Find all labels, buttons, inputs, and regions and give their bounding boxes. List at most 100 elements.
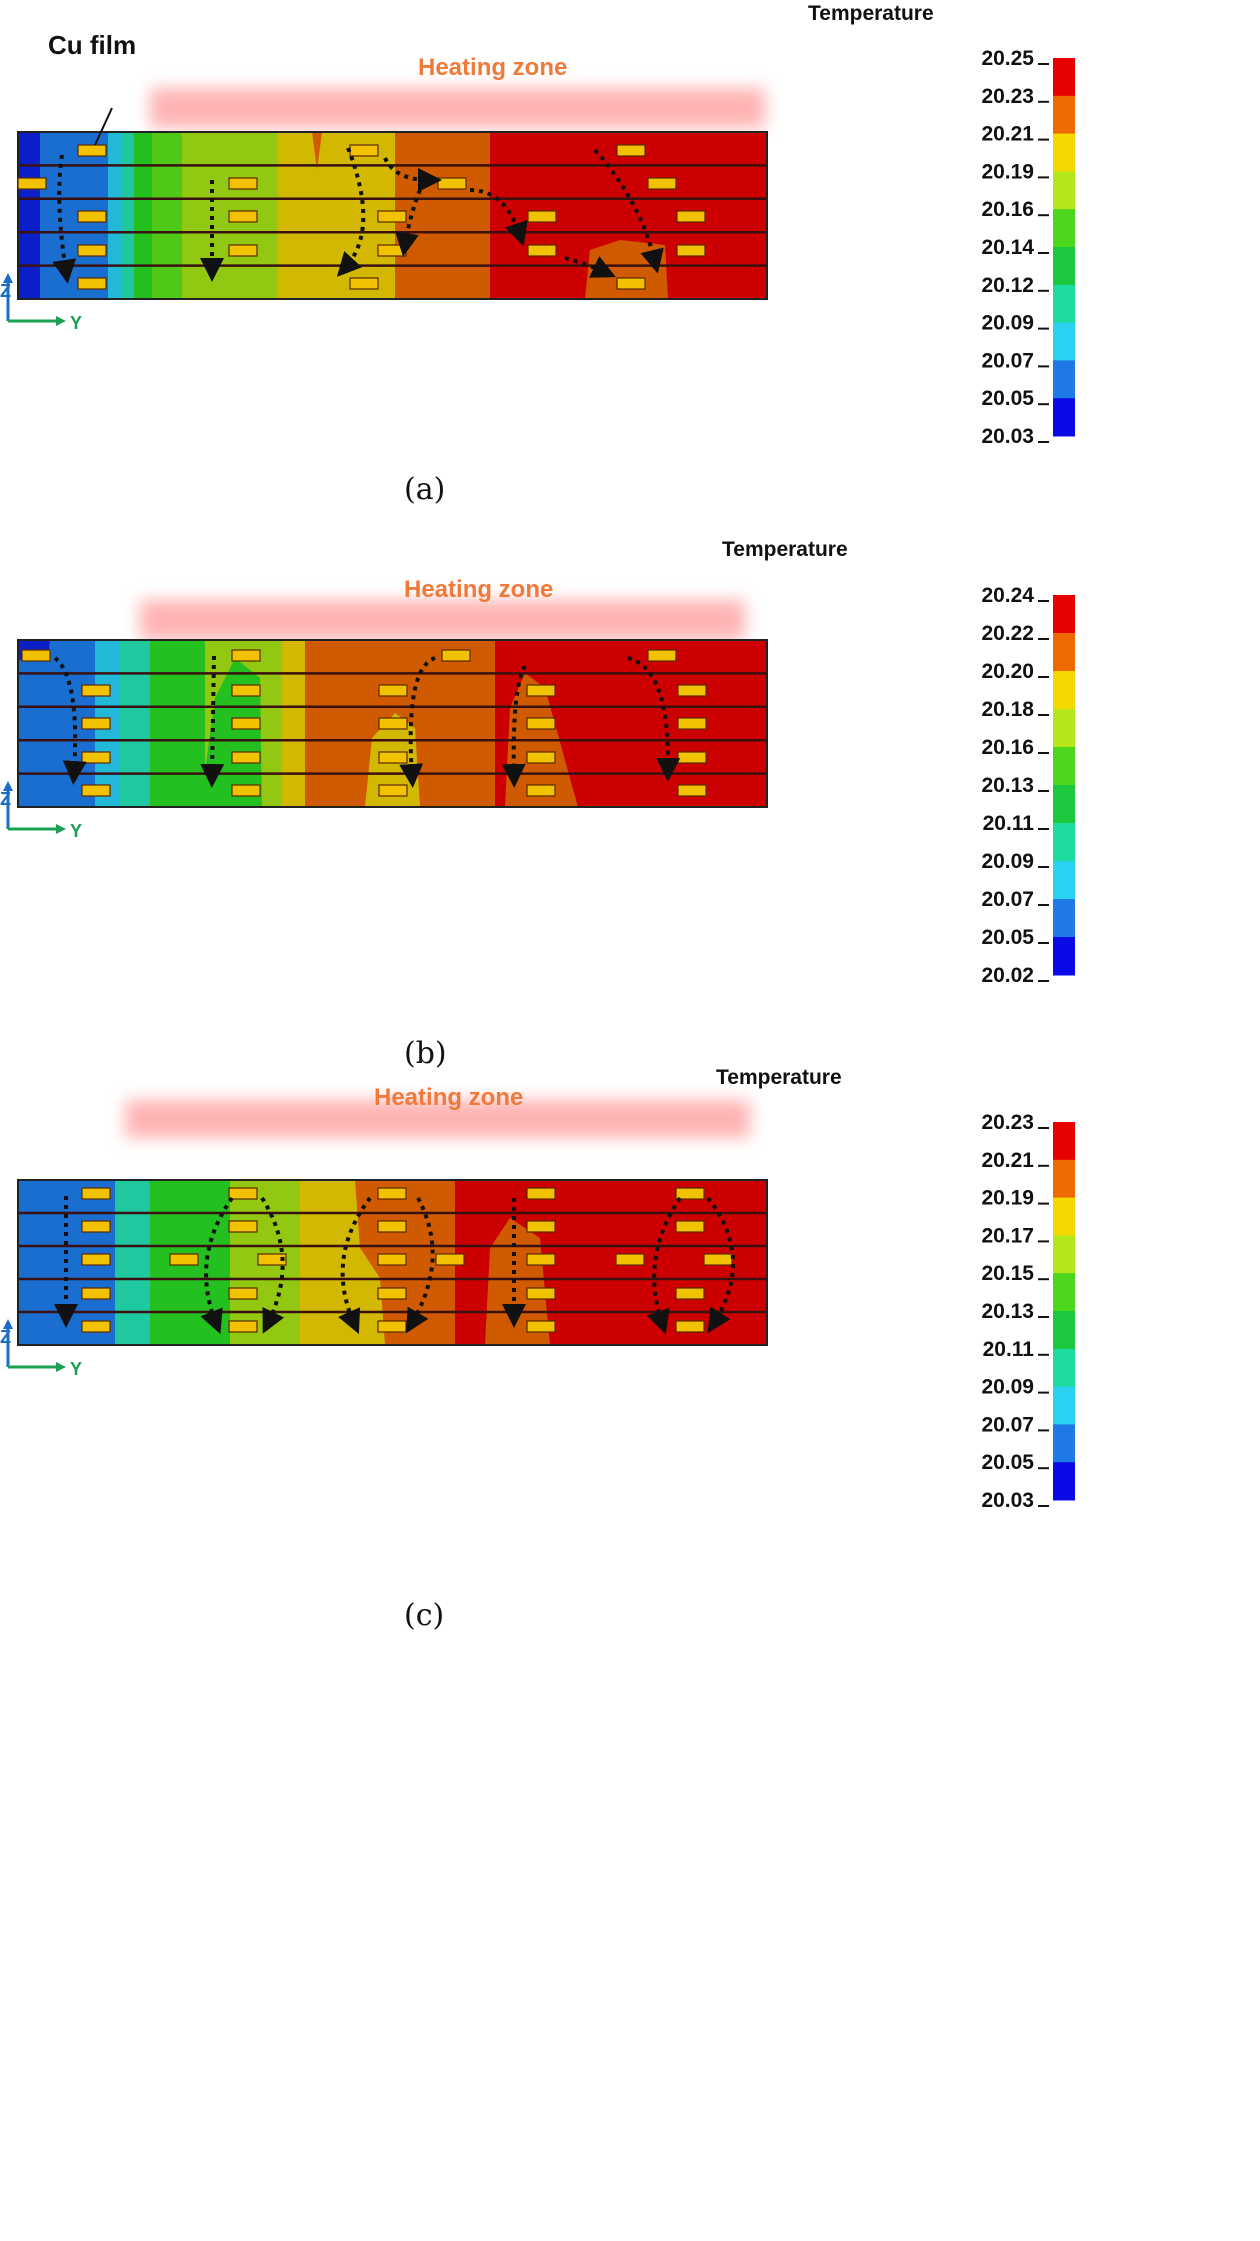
contour-plot-c: ZY20.2320.2120.1920.1720.1520.1320.1120.… [0, 1100, 1075, 1512]
colorbar-swatch [1053, 747, 1075, 786]
colorbar-swatch [1053, 171, 1075, 210]
colorbar-swatch [1053, 937, 1075, 976]
colorbar-tick-label: 20.19 [981, 160, 1034, 183]
cu-film [526, 684, 556, 697]
cu-film [616, 144, 646, 157]
colorbar-swatch [1053, 861, 1075, 900]
temperature-band [150, 640, 205, 807]
colorbar-tick-label: 20.16 [981, 736, 1034, 759]
cu-film [77, 244, 107, 257]
cu-film [377, 1287, 407, 1300]
cu-film [81, 684, 111, 697]
contour-plot-b: ZY20.2420.2220.2020.1820.1620.1320.1120.… [0, 584, 1075, 987]
heat-flow-arrow [383, 157, 442, 192]
cu-film [675, 1320, 705, 1333]
heat-flow-arrow [260, 1196, 285, 1334]
colorbar-tick-label: 20.02 [981, 964, 1034, 987]
y-axis-label: Y [70, 821, 82, 841]
heat-flow-arrow [52, 154, 77, 284]
cu-film [349, 144, 379, 157]
y-axis-label: Y [70, 313, 82, 333]
cu-film [526, 784, 556, 797]
cu-film [527, 244, 557, 257]
temperature-band [395, 132, 490, 299]
colorbar-tick-label: 20.12 [981, 274, 1034, 297]
colorbar-tick-label: 20.21 [981, 1149, 1034, 1172]
cu-film [231, 717, 261, 730]
colorbar-swatch [1053, 58, 1075, 97]
cu-film [677, 751, 707, 764]
heat-flow-arrow [469, 188, 528, 247]
heating-zone-label: Heating zone [418, 54, 568, 81]
heat-flow-arrow [706, 1196, 735, 1334]
cu-film [703, 1253, 733, 1266]
heat-flow-arrow [53, 656, 87, 785]
heat-flow-arrow [200, 655, 225, 788]
colorbar-tick-label: 20.11 [983, 1338, 1035, 1361]
cu-film [81, 751, 111, 764]
colorbar-swatch [1053, 247, 1075, 286]
cu-film [228, 1220, 258, 1233]
colorbar-tick-label: 20.17 [981, 1224, 1034, 1247]
heat-flow-arrow [395, 189, 422, 257]
colorbar-title: Temperature [716, 1066, 842, 1089]
cu-film [81, 784, 111, 797]
cu-film [257, 1253, 287, 1266]
cu-film [526, 717, 556, 730]
heat-flow-arrow [405, 1197, 435, 1334]
colorbar-tick-label: 20.09 [981, 1376, 1034, 1399]
y-arrowhead-icon [56, 1362, 66, 1372]
y-axis-label: Y [70, 1359, 82, 1379]
colorbar-tick-label: 20.11 [983, 812, 1035, 835]
colorbar-tick-label: 20.05 [981, 387, 1034, 410]
heating-zone-bar [150, 88, 765, 128]
cu-film [228, 1287, 258, 1300]
cu-film [526, 1287, 556, 1300]
cu-film [377, 210, 407, 223]
block-outline [17, 131, 768, 300]
cu-film [677, 784, 707, 797]
cu-film [677, 684, 707, 697]
colorbar-swatch [1053, 1386, 1075, 1425]
colorbar-swatch [1053, 899, 1075, 938]
cu-film [675, 1187, 705, 1200]
temperature-band [120, 640, 150, 807]
cu-film [526, 751, 556, 764]
colorbar-tick-label: 20.18 [981, 698, 1034, 721]
colorbar-swatch [1053, 322, 1075, 361]
z-arrowhead-icon [3, 273, 13, 283]
cu-film [21, 649, 51, 662]
temperature-band [282, 640, 305, 807]
cu-film-label: Cu film [48, 30, 137, 60]
cu-film [647, 649, 677, 662]
z-arrowhead-icon [3, 781, 13, 791]
cu-film [81, 1287, 111, 1300]
colorbar-swatch [1053, 360, 1075, 399]
colorbar-swatch [1053, 133, 1075, 172]
cu-film [676, 244, 706, 257]
cu-film [81, 717, 111, 730]
cu-film [526, 1187, 556, 1200]
colorbar-tick-label: 20.03 [981, 1489, 1034, 1512]
colorbar-tick-label: 20.23 [981, 85, 1034, 108]
temperature-band [18, 132, 40, 299]
heat-flow-arrow [646, 1196, 682, 1335]
colorbar-swatch [1053, 1235, 1075, 1274]
cu-film [349, 277, 379, 290]
z-axis-label: Z [0, 789, 11, 809]
heating-zone-label: Heating zone [374, 1084, 524, 1111]
cu-film [378, 784, 408, 797]
heat-flow-arrow [564, 256, 616, 278]
colorbar-tick-label: 20.16 [981, 198, 1034, 221]
colorbar-tick-label: 20.15 [981, 1262, 1034, 1285]
cu-film [77, 277, 107, 290]
heating-zone-bar [125, 1100, 750, 1138]
colorbar-swatch [1053, 823, 1075, 862]
colorbar-swatch [1053, 785, 1075, 824]
contour-plot-a: ZY20.2520.2320.2120.1920.1620.1420.1220.… [0, 47, 1075, 448]
cu-film [77, 210, 107, 223]
colorbar-tick-label: 20.07 [981, 888, 1034, 911]
colorbar-tick-label: 20.07 [981, 1413, 1034, 1436]
